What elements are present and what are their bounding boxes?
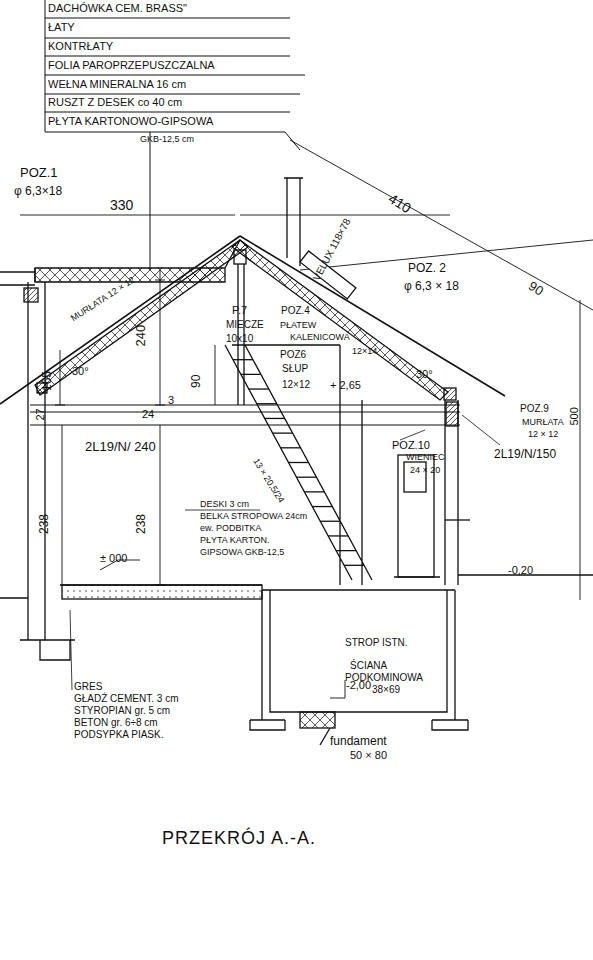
part-name: 2L19/N/150 (494, 448, 556, 460)
note: STROP ISTN. (345, 638, 408, 648)
dimension-label: 50 × 80 (350, 750, 387, 761)
dimension-label: 13 × 20,5/24 (251, 457, 285, 504)
ceiling (30, 405, 460, 425)
layer-note: GŁADŹ CEMENT. 3 cm (74, 694, 178, 704)
dimension-label: φ 6,3 × 18 (404, 280, 459, 292)
dimension-label: 38×69 (372, 685, 400, 695)
callout-number: P.7 (232, 305, 247, 316)
dimension-label: 27 (35, 408, 46, 420)
wall-plate (24, 288, 38, 302)
layer-note: GRES (74, 682, 102, 692)
dimension-label: 240 (134, 325, 147, 347)
leader-line (70, 415, 500, 690)
door (394, 455, 440, 577)
part-name: KALENICOWA (290, 333, 350, 342)
layer-note: BETON gr. 6÷8 cm (74, 718, 158, 728)
part-name: MIECZE (226, 320, 264, 330)
wall (20, 282, 75, 660)
layer-note: ŁATY (48, 22, 75, 33)
dimension-line (290, 140, 593, 310)
layer-note: FOLIA PAROPRZEPUSZCZALNA (48, 60, 215, 71)
dimension-label: 10x10 (226, 334, 253, 344)
layer-note: DESKI 3 cm (200, 500, 249, 509)
part-name: MURŁATA (522, 418, 564, 427)
layer-stack-lines (45, 0, 305, 270)
dimension-label: φ 6,3×18 (14, 185, 62, 197)
ring-beam (446, 402, 458, 426)
layer-note: BELKA STROPOWA 24cm (200, 512, 307, 521)
dimension-label: 165 (41, 371, 53, 391)
part-name: SŁUP (282, 364, 308, 374)
roof (0, 236, 505, 404)
part-name: ŚCIANA (350, 661, 387, 671)
chimney (284, 178, 303, 266)
layer-note: GIPSOWA GKB-12,5 (200, 548, 284, 557)
dimension-label: 12 × 12 (528, 430, 558, 439)
callout-number: POZ.10 (392, 440, 430, 451)
layer-note: ew. PODBITKA (200, 524, 262, 533)
section-title: PRZEKRÓJ A.-A. (162, 828, 316, 849)
ground (0, 575, 593, 598)
basement (250, 590, 468, 745)
layer-note: PŁYTA KARTON. (200, 536, 270, 545)
part-name: 2L19/N/ 240 (85, 440, 156, 453)
dimension-label: 12×12 (282, 380, 310, 390)
angle-label: 30° (72, 366, 89, 377)
dimension-label: 24 × 20 (410, 466, 440, 475)
part-name: WIENIEC (406, 453, 445, 462)
layer-note: PŁYTA KARTONOWO-GIPSOWA (48, 116, 213, 127)
callout-number: POZ. 2 (408, 262, 446, 274)
callout-number: POZ.4 (281, 306, 310, 316)
angle-label: 30° (416, 369, 433, 380)
dimension-label: 12×14 (352, 347, 377, 356)
dimension-label: 24 (142, 409, 154, 420)
callout-number: POZ.9 (520, 404, 549, 414)
dimension-label: + 2,65 (330, 380, 361, 391)
dimension-label: 500 (569, 407, 580, 425)
dimension-line (20, 215, 580, 698)
dimension-label: 90 (190, 375, 202, 388)
dimension-label: 330 (110, 198, 133, 212)
dimension-label: 3 (168, 395, 174, 406)
layer-note: DACHÓWKA CEM. BRASS" (48, 3, 187, 14)
dimension-label: 238 (135, 514, 147, 534)
floor-slab (62, 585, 262, 599)
window-sill (445, 519, 470, 520)
level-label: -2,00 (346, 680, 371, 691)
ridge-purlin (234, 250, 246, 264)
dimension-label: 410 (386, 191, 413, 215)
level-label: -0,20 (508, 565, 533, 576)
dimension-label: 238 (38, 514, 50, 534)
layer-note: STYROPIAN gr. 5 cm (74, 706, 170, 716)
part-name: PŁATEW (280, 321, 316, 330)
layer-note: GKB-12,5 cm (140, 135, 194, 144)
level-label: ± 000 (100, 553, 127, 564)
layer-note: WEŁNA MINERALNA 16 cm (48, 79, 186, 90)
wall-plate (444, 388, 456, 400)
layer-note: PODSYPKA PIASK. (74, 730, 163, 740)
layer-note: RUSZT Z DESEK co 40 cm (48, 97, 182, 108)
layer-note: KONTRŁATY (48, 41, 113, 52)
part-name: fundament (330, 735, 387, 747)
callout-number: POZ.1 (20, 166, 58, 179)
wall (445, 400, 458, 585)
callout-number: POZ6 (280, 350, 306, 360)
